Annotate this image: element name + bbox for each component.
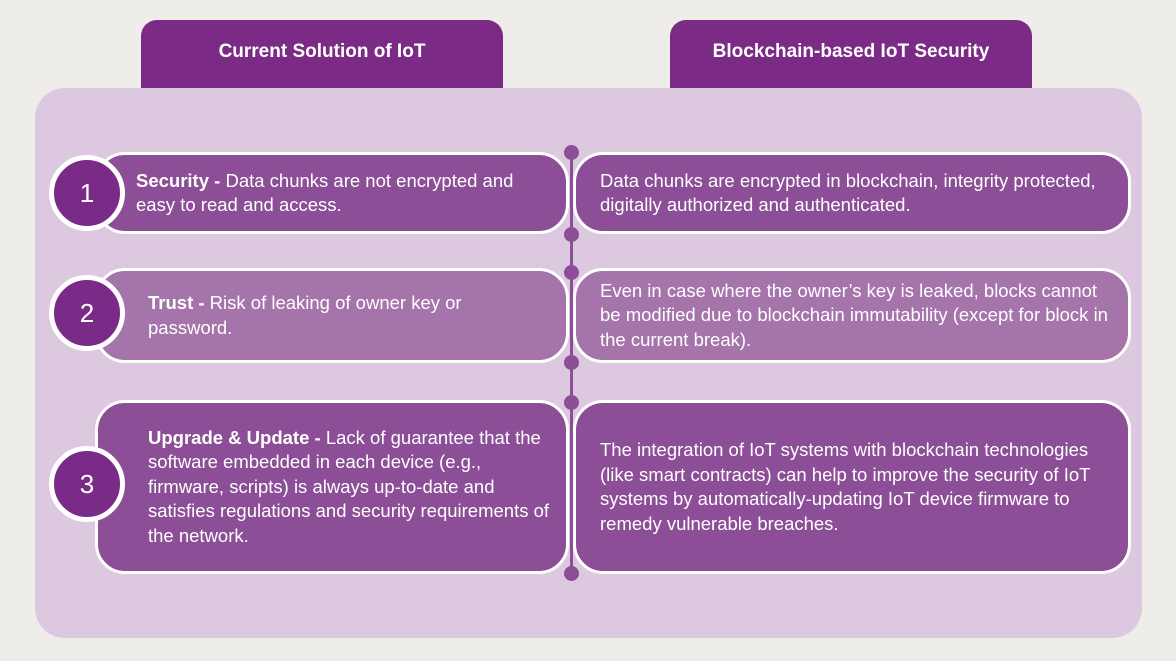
row-text: The integration of IoT systems with bloc… [600, 439, 1091, 534]
row-text: Even in case where the owner’s key is le… [600, 279, 1108, 350]
header-current-solution: Current Solution of IoT [141, 20, 503, 90]
row-2-blockchain: Even in case where the owner’s key is le… [573, 268, 1131, 363]
divider-dot [564, 566, 579, 581]
number-badge-3: 3 [49, 446, 125, 522]
row-2-current: Trust - Risk of leaking of owner key or … [95, 268, 569, 363]
row-title: Trust - [148, 292, 205, 313]
row-title: Security - [136, 169, 221, 191]
divider-dot [564, 355, 579, 370]
number-badge-1: 1 [49, 155, 125, 231]
row-title: Upgrade & Update - [148, 426, 321, 448]
header-blockchain-security: Blockchain-based IoT Security [670, 20, 1032, 90]
row-text: Data chunks are not encrypted and easy t… [136, 169, 514, 216]
row-text: Data chunks are encrypted in blockchain,… [600, 169, 1096, 216]
divider-dot [564, 265, 579, 280]
row-3-blockchain: The integration of IoT systems with bloc… [573, 400, 1131, 574]
divider-dot [564, 227, 579, 242]
divider-dot [564, 395, 579, 410]
row-1-current: Security - Data chunks are not encrypted… [95, 152, 569, 234]
number-badge-2: 2 [49, 275, 125, 351]
row-text: Risk of leaking of owner key or password… [148, 292, 462, 338]
row-3-current: Upgrade & Update - Lack of guarantee tha… [95, 400, 569, 574]
row-text: Lack of guarantee that the software embe… [148, 426, 550, 546]
divider-dot [564, 145, 579, 160]
row-1-blockchain: Data chunks are encrypted in blockchain,… [573, 152, 1131, 234]
